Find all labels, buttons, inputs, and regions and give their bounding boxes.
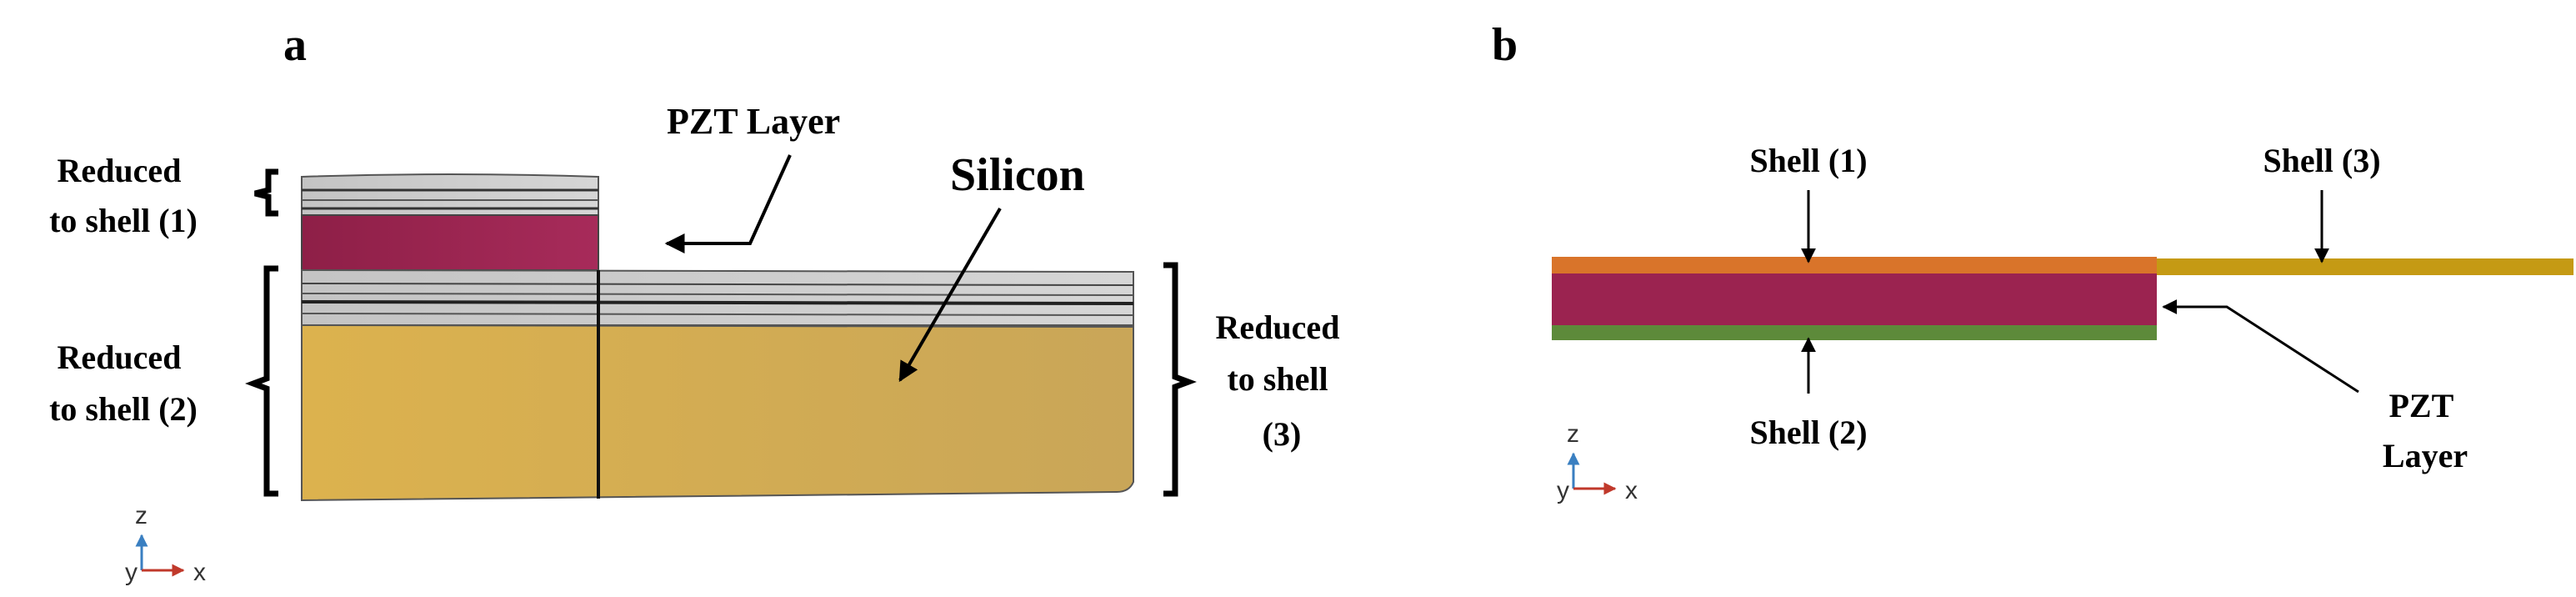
upper-stack	[301, 173, 599, 271]
axis-x-label-b: x	[1625, 477, 1638, 504]
brace-shell-1	[254, 168, 278, 217]
axis-z-label-a: z	[135, 502, 148, 529]
label-reduced-shell-3: Reduced to shell (3)	[1216, 309, 1348, 453]
pzt-block	[301, 214, 599, 271]
panel-b-letter: b	[1492, 19, 1518, 71]
pzt-layer-b-arrow	[2162, 299, 2359, 394]
label-silicon: Silicon	[950, 149, 1085, 201]
lower-layer-line-3	[301, 300, 1134, 305]
axis-y-label-a: y	[125, 559, 138, 586]
panel-b: b Shell (1) Shell (3) Shell (2) PZT Laye…	[1492, 19, 2573, 504]
axis-x-label-a: x	[193, 559, 206, 586]
shell-2-layer	[1552, 325, 2157, 340]
panel-a-letter: a	[283, 19, 307, 71]
lower-layer-line-2	[301, 293, 1134, 296]
axis-y-label-b: y	[1557, 477, 1569, 504]
panel-a: a Reduced	[49, 19, 1348, 586]
lower-layer-line-4	[301, 313, 1134, 316]
lower-metal-layers	[301, 268, 1134, 326]
axis-triad-a: z y x	[125, 502, 206, 586]
silicon-block	[301, 324, 1134, 502]
shell-1-layer	[1552, 257, 2157, 273]
silicon-arrow	[898, 207, 1002, 383]
lower-layer-line-1	[301, 283, 1134, 286]
label-reduced-shell-1: Reduced to shell (1)	[49, 152, 198, 239]
label-reduced-shell-2: Reduced to shell (2)	[49, 339, 198, 428]
label-pzt-layer-b: PZT Layer	[2383, 387, 2468, 474]
axis-triad-b: z y x	[1557, 420, 1638, 504]
label-shell-2: Shell (2)	[1749, 414, 1867, 451]
upper-metal-layers	[301, 173, 599, 216]
axis-z-label-b: z	[1567, 420, 1579, 448]
label-pzt-layer: PZT Layer	[667, 101, 840, 142]
shell-3-layer	[2157, 258, 2573, 275]
brace-shell-2	[245, 265, 278, 497]
pzt-layer-arrow	[664, 154, 792, 253]
label-shell-1: Shell (1)	[1749, 142, 1867, 179]
brace-shell-3	[1163, 262, 1197, 497]
pzt-layer-b	[1552, 273, 2157, 325]
label-shell-3: Shell (3)	[2263, 142, 2380, 179]
lower-stack	[301, 268, 1134, 502]
